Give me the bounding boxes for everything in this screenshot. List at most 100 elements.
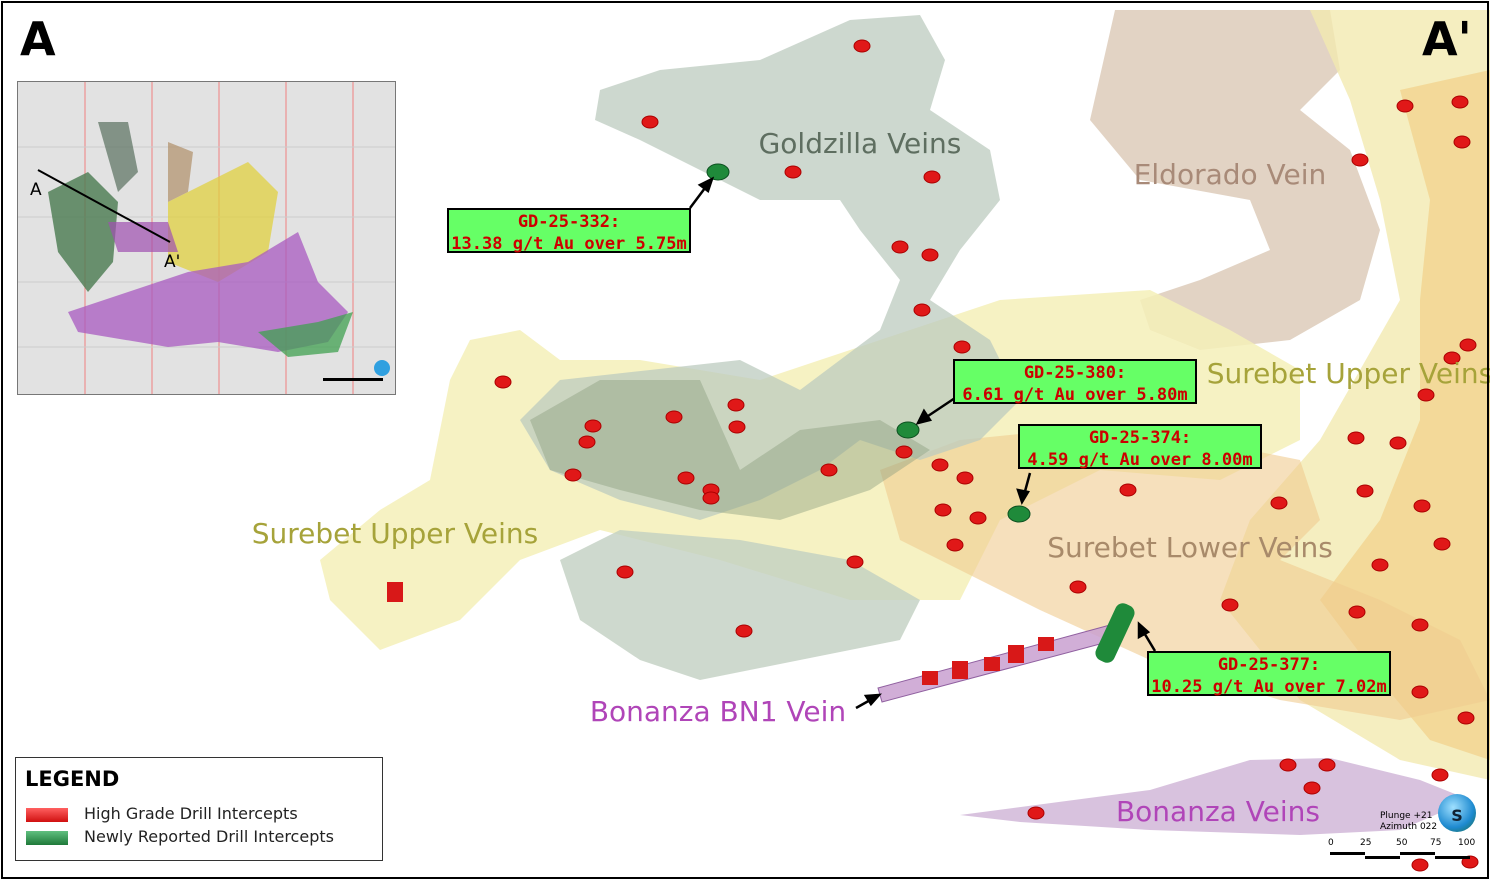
leader-arrows	[689, 176, 1157, 710]
callout-result: 13.38 g/t Au over 5.75m	[451, 234, 687, 254]
high-grade-intercept	[387, 582, 403, 602]
arrowhead-icon	[915, 408, 933, 425]
inset-section-line	[37, 169, 171, 243]
legend-label: High Grade Drill Intercepts	[84, 804, 298, 823]
label-eldorado-vein: Eldorado Vein	[1134, 158, 1327, 191]
high-grade-intercept	[1279, 758, 1297, 772]
high-grade-intercept	[1431, 768, 1449, 782]
eldorado-vein-solid	[1090, 10, 1380, 350]
label-surebet-lower-veins: Surebet Lower Veins	[1047, 531, 1333, 564]
plunge-text: Plunge +21	[1380, 811, 1433, 821]
legend-title: LEGEND	[25, 767, 120, 791]
high-grade-intercept	[952, 661, 968, 679]
high-grade-intercept	[1417, 388, 1435, 402]
surebet-orange-solid	[1320, 70, 1490, 760]
high-grade-intercept	[1389, 436, 1407, 450]
arrowhead-icon	[1137, 621, 1151, 640]
high-grade-intercept	[1303, 781, 1321, 795]
high-grade-intercept	[1119, 483, 1137, 497]
scale-tick: 50	[1396, 838, 1408, 848]
high-grade-intercept	[1461, 855, 1479, 869]
inset-compass-sphere	[374, 360, 390, 376]
callout-gd-25-374: GD-25-374:4.59 g/t Au over 8.00m	[1018, 424, 1262, 470]
high-grade-intercept	[1038, 637, 1054, 651]
callout-hole-id: GD-25-380:	[1023, 363, 1127, 383]
high-grade-intercept	[1348, 605, 1366, 619]
label-bonanza-veins: Bonanza Veins	[1116, 795, 1320, 828]
high-grade-intercept	[1318, 758, 1336, 772]
high-grade-intercept	[1069, 580, 1087, 594]
legend-label: Newly Reported Drill Intercepts	[84, 827, 334, 846]
inset-end-label: A'	[164, 252, 180, 272]
newly-reported-intercept	[896, 421, 920, 439]
callout-hole-id: GD-25-377:	[1217, 655, 1321, 675]
high-grade-intercept	[1459, 338, 1477, 352]
high-grade-intercept	[1221, 598, 1239, 612]
high-grade-intercept	[1008, 645, 1024, 663]
high-grade-intercept	[1351, 153, 1369, 167]
high-grade-intercept	[494, 375, 512, 389]
high-grade-intercept	[1443, 351, 1461, 365]
location-inset-map: A A'	[17, 81, 396, 395]
goldzilla-veins-solid	[520, 15, 1020, 520]
bonanza-veins-solid	[960, 758, 1470, 835]
high-grade-intercept	[1411, 685, 1429, 699]
high-grade-intercept	[702, 491, 720, 505]
high-grade-intercept	[853, 39, 871, 53]
high-grade-intercept	[969, 511, 987, 525]
high-grade-intercept	[1270, 496, 1288, 510]
legend-item-newly-reported: Newly Reported Drill Intercepts	[26, 827, 334, 846]
inset-scale-bar	[323, 378, 383, 381]
high-grade-intercept	[1411, 858, 1429, 872]
high-grade-intercept	[956, 471, 974, 485]
high-grade-intercept	[1411, 618, 1429, 632]
section-start-label: A	[20, 12, 56, 66]
legend-swatch-green	[26, 830, 68, 845]
arrowhead-icon	[1016, 488, 1030, 505]
high-grade-intercept	[727, 398, 745, 412]
inset-map-graphic: A A'	[18, 82, 395, 394]
high-grade-intercept	[641, 115, 659, 129]
newly-reported-intercept	[1007, 505, 1031, 523]
high-grade-intercept	[665, 410, 683, 424]
high-grade-intercept	[1027, 806, 1045, 820]
arrowhead-icon	[863, 693, 882, 707]
scale-tick: 100	[1458, 838, 1476, 848]
inset-start-label: A	[30, 180, 42, 200]
label-surebet-upper-veins-right: Surebet Upper Veins	[1207, 357, 1490, 390]
high-grade-intercept	[1347, 431, 1365, 445]
high-grade-intercept	[913, 303, 931, 317]
scale-tick: 0	[1328, 838, 1334, 848]
high-grade-intercept	[846, 555, 864, 569]
callout-result: 10.25 g/t Au over 7.02m	[1151, 677, 1387, 697]
newly-reported-intercept	[706, 163, 730, 181]
legend-item-high-grade: High Grade Drill Intercepts	[26, 804, 298, 823]
callout-result: 4.59 g/t Au over 8.00m	[1027, 450, 1253, 470]
high-grade-intercept	[895, 445, 913, 459]
high-grade-intercept	[784, 165, 802, 179]
high-grade-intercept	[1457, 711, 1475, 725]
high-grade-intercept	[946, 538, 964, 552]
surebet-lower-solid	[880, 430, 1490, 720]
high-grade-intercept	[931, 458, 949, 472]
high-grade-intercept	[820, 463, 838, 477]
high-grade-intercept	[922, 671, 938, 685]
callout-result: 6.61 g/t Au over 5.80m	[962, 385, 1188, 405]
callout-gd-25-380: GD-25-380:6.61 g/t Au over 5.80m	[953, 359, 1197, 405]
high-grade-intercept	[616, 565, 634, 579]
high-grade-intercept	[564, 468, 582, 482]
high-grade-intercept	[1433, 537, 1451, 551]
high-grade-intercept	[934, 503, 952, 517]
high-grade-intercept	[1451, 95, 1469, 109]
leader-arrow-380	[924, 396, 956, 420]
callout-gd-25-377: GD-25-377:10.25 g/t Au over 7.02m	[1147, 651, 1391, 697]
scale-tick: 75	[1430, 838, 1442, 848]
high-grade-intercept	[584, 419, 602, 433]
callout-hole-id: GD-25-374:	[1088, 428, 1192, 448]
high-grade-intercept	[953, 340, 971, 354]
high-grade-intercept	[1413, 499, 1431, 513]
section-end-label: A'	[1422, 12, 1472, 66]
